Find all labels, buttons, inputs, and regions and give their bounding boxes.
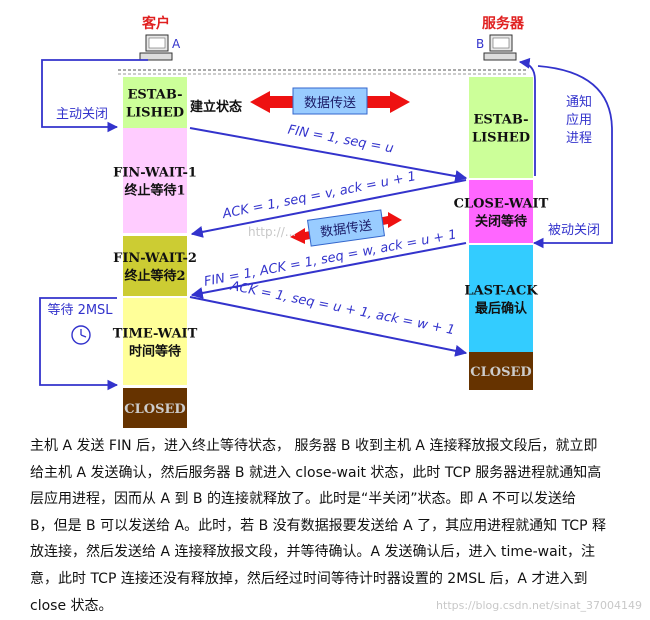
client-state-label: CLOSED xyxy=(124,402,185,417)
final-ack-segment-arrow xyxy=(189,296,468,357)
server-state-label: ESTAB- xyxy=(474,113,529,128)
client-state-box xyxy=(123,77,187,128)
server-state-box xyxy=(469,352,533,390)
paragraph-line: close 状态。 xyxy=(30,597,113,614)
wait-2msl-arrow xyxy=(39,297,119,391)
passive-close-label: 被动关闭 xyxy=(548,223,600,238)
client-state-label: TIME-WAIT xyxy=(113,327,198,342)
data-transfer-label-2: 数据传送 xyxy=(319,218,373,240)
fin-segment-label: FIN = 1, seq = u xyxy=(287,123,395,157)
server-state-label: 最后确认 xyxy=(475,301,528,317)
paragraph-line: 给主机 A 发送确认，然后服务器 B 就进入 close-wait 状态，此时 … xyxy=(30,464,602,481)
server-state-label: LISHED xyxy=(472,131,530,146)
wait-2msl-label: 等待 2MSL xyxy=(47,302,113,318)
server-state-label: LAST-ACK xyxy=(464,284,538,299)
notify-app-label-1: 通知 xyxy=(566,94,592,110)
ack-segment-arrow xyxy=(190,179,467,238)
client-state-label: 时间等待 xyxy=(129,344,181,360)
server-state-label: 关闭等待 xyxy=(475,214,527,230)
server-state-box xyxy=(469,180,533,243)
fin-ack-segment-arrow xyxy=(190,242,467,299)
client-state-box xyxy=(123,236,187,296)
client-state-label: 终止等待1 xyxy=(124,183,185,199)
server-state-box xyxy=(469,77,533,178)
clock-icon xyxy=(71,325,91,345)
client-state-box xyxy=(123,128,187,233)
watermark: https://blog.csdn.net/sinat_37004149 xyxy=(436,599,642,612)
notify-app-arrow xyxy=(518,57,536,176)
paragraph-line: 意，此时 TCP 连接还没有释放掉，然后经过时间等待计时器设置的 2MSL 后，… xyxy=(30,570,588,587)
client-state-label: ESTAB- xyxy=(128,88,183,103)
data-transfer-arrow-2 xyxy=(290,209,402,247)
server-state-label: CLOSE-WAIT xyxy=(454,197,549,212)
explanation-paragraph: 主机 A 发送 FIN 后，进入终止等待状态， 服务器 B 收到主机 A 连接释… xyxy=(30,433,630,619)
server-label: 服务器 xyxy=(482,15,525,32)
tcp-four-way-handshake-diagram: 客户 服务器 A B ESTAB-LISHEDFIN-WAIT-1终止等待1FI… xyxy=(39,15,613,428)
paragraph-line: B，但是 B 可以发送给 A。此时，若 B 没有数据报要发送给 A 了，其应用进… xyxy=(30,517,606,534)
server-timeline: ESTAB- LISHED CLOSE-WAIT 关闭等待 LAST-ACK 最后确认 CL… xyxy=(454,77,549,390)
paragraph-line: 层应用进程，因而从 A 到 B 的连接就释放了。此时是“半关闭”状态。即 A 不… xyxy=(30,491,576,508)
client-label: 客户 xyxy=(141,15,170,32)
host-b-label: B xyxy=(476,37,484,51)
host-a-label: A xyxy=(172,37,181,51)
server-state-label: CLOSED xyxy=(470,365,531,380)
notify-app-label-2: 应用 xyxy=(566,112,592,128)
active-close-arrow xyxy=(41,59,148,133)
established-banner: 建立状态 xyxy=(190,99,242,115)
data-transfer-label-1: 数据传送 xyxy=(304,96,356,111)
diagram-watermark: http://... xyxy=(248,225,296,239)
notify-app-label-3: 进程 xyxy=(566,131,592,146)
client-state-box xyxy=(123,388,187,428)
data-transfer-arrow-1 xyxy=(250,87,410,115)
fin-segment-arrow xyxy=(189,127,468,182)
client-state-label: LISHED xyxy=(126,106,184,121)
final-ack-segment-label: ACK = 1, seq = u + 1, ack = w + 1 xyxy=(228,279,456,339)
paragraph-line: 主机 A 发送 FIN 后，进入终止等待状态， 服务器 B 收到主机 A 连接释… xyxy=(30,438,598,454)
client-state-box xyxy=(123,298,187,385)
paragraph-line: 放连接，然后发送给 A 连接释放报文段，并等待确认。A 发送确认后，进入 tim… xyxy=(30,544,596,561)
computer-icon-b xyxy=(483,34,517,61)
client-state-label: FIN-WAIT-1 xyxy=(113,166,197,181)
client-state-label: FIN-WAIT-2 xyxy=(113,251,197,266)
active-close-label: 主动关闭 xyxy=(56,107,108,122)
passive-close-arrow xyxy=(532,65,613,249)
client-state-label: 终止等待2 xyxy=(124,268,185,284)
server-state-box xyxy=(469,245,533,352)
computer-icon-a xyxy=(139,34,173,61)
